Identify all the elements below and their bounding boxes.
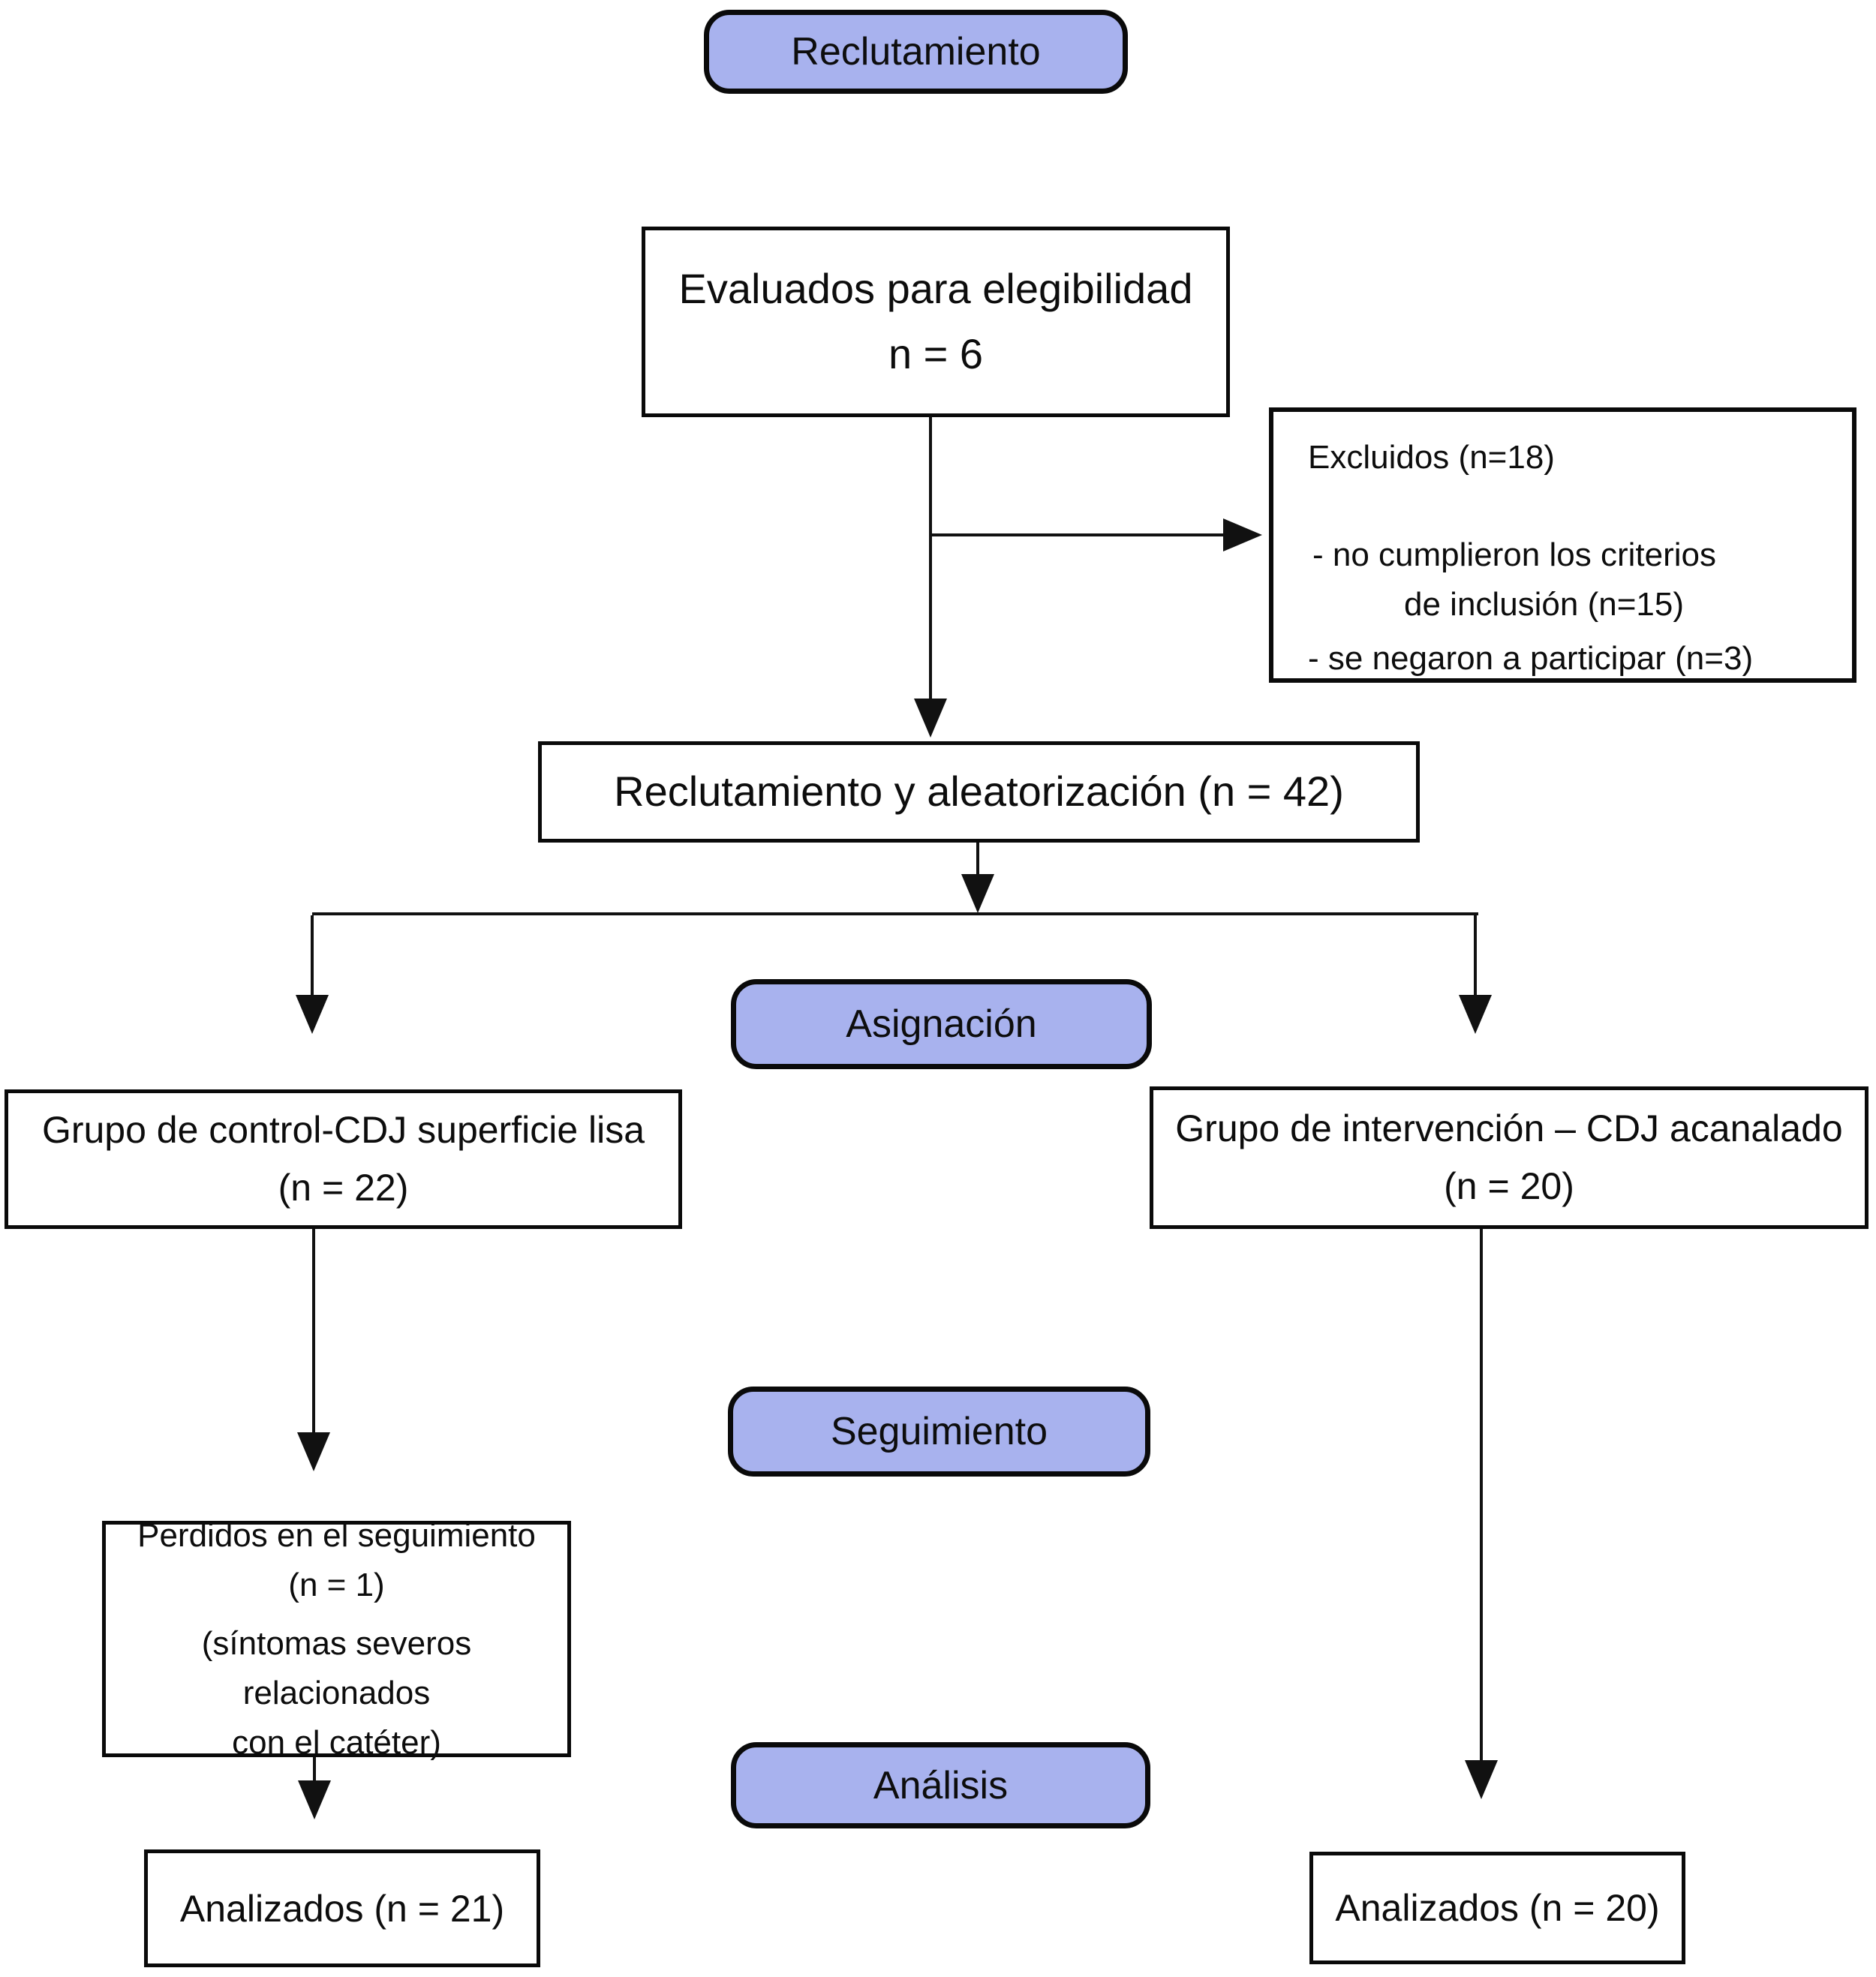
branch-horizontal-line <box>312 912 1478 915</box>
arrowhead-to-excluded <box>1223 518 1262 551</box>
arrowhead-to-intervention-group <box>1459 995 1492 1034</box>
randomization-label: Reclutamiento y aleatorización (n = 42) <box>614 768 1344 816</box>
phase-banner-followup-label: Seguimiento <box>830 1410 1048 1453</box>
analyzed-control-label: Analizados (n = 21) <box>179 1887 505 1930</box>
phase-banner-followup: Seguimiento <box>728 1387 1150 1477</box>
eligibility-line1: Evaluados para elegibilidad <box>678 265 1193 313</box>
lost-followup-line2: (n = 1) <box>288 1566 385 1603</box>
connector-control-to-lost <box>312 1229 315 1432</box>
connector-branch-right <box>1474 915 1477 995</box>
excluded-box: Excluidos (n=18) - no cumplieron los cri… <box>1269 407 1856 683</box>
connector-branch-left <box>311 915 314 995</box>
arrowhead-to-analyzed-intervention <box>1465 1760 1498 1799</box>
phase-banner-recruitment-label: Reclutamiento <box>791 30 1041 74</box>
analyzed-intervention-box: Analizados (n = 20) <box>1309 1852 1685 1964</box>
lost-followup-box: Perdidos en el seguimiento (n = 1) (sínt… <box>102 1517 571 1761</box>
arrowhead-to-lost <box>297 1432 330 1471</box>
arrowhead-to-control-group <box>296 995 329 1034</box>
eligibility-line2: n = 6 <box>888 330 984 377</box>
excluded-item1-line1: - no cumplieron los criterios <box>1312 536 1716 573</box>
arrowhead-to-branch <box>961 874 994 913</box>
control-group-line2: (n = 22) <box>278 1167 409 1209</box>
lost-followup-line3: (síntomas severos relacionados <box>201 1624 472 1711</box>
excluded-item2: - se negaron a participar (n=3) <box>1308 640 1754 677</box>
arrowhead-to-randomization <box>914 699 947 738</box>
intervention-group-line2: (n = 20) <box>1444 1165 1574 1207</box>
phase-banner-allocation: Asignación <box>731 979 1152 1069</box>
analyzed-control-box: Analizados (n = 21) <box>144 1849 540 1967</box>
randomization-box: Reclutamiento y aleatorización (n = 42) <box>538 741 1420 843</box>
connector-intervention-to-analyzed <box>1480 1229 1483 1760</box>
phase-banner-allocation-label: Asignación <box>846 1002 1037 1046</box>
lost-followup-line4: con el catéter) <box>232 1723 441 1761</box>
lost-followup-line1: Perdidos en el seguimiento <box>137 1516 536 1554</box>
excluded-title: Excluidos (n=18) <box>1308 439 1555 476</box>
arrowhead-to-analyzed-control <box>298 1780 331 1819</box>
phase-banner-analysis: Análisis <box>731 1742 1150 1828</box>
connector-lost-to-analyzed <box>313 1757 316 1780</box>
analyzed-intervention-label: Analizados (n = 20) <box>1335 1887 1660 1929</box>
connector-randomization-stem <box>976 843 979 874</box>
phase-banner-recruitment: Reclutamiento <box>704 10 1128 94</box>
control-group-line1: Grupo de control-CDJ superficie lisa <box>41 1108 645 1151</box>
intervention-group-box: Grupo de intervención – CDJ acanalado (n… <box>1150 1086 1868 1229</box>
connector-to-excluded <box>930 533 1223 536</box>
connector-eligibility-to-randomization <box>929 417 932 700</box>
eligibility-box: Evaluados para elegibilidad n = 6 <box>642 227 1230 417</box>
phase-banner-analysis-label: Análisis <box>873 1763 1009 1807</box>
excluded-item1-line2: de inclusión (n=15) <box>1404 586 1685 623</box>
intervention-group-line1: Grupo de intervención – CDJ acanalado <box>1175 1107 1843 1149</box>
control-group-box: Grupo de control-CDJ superficie lisa (n … <box>5 1089 682 1229</box>
